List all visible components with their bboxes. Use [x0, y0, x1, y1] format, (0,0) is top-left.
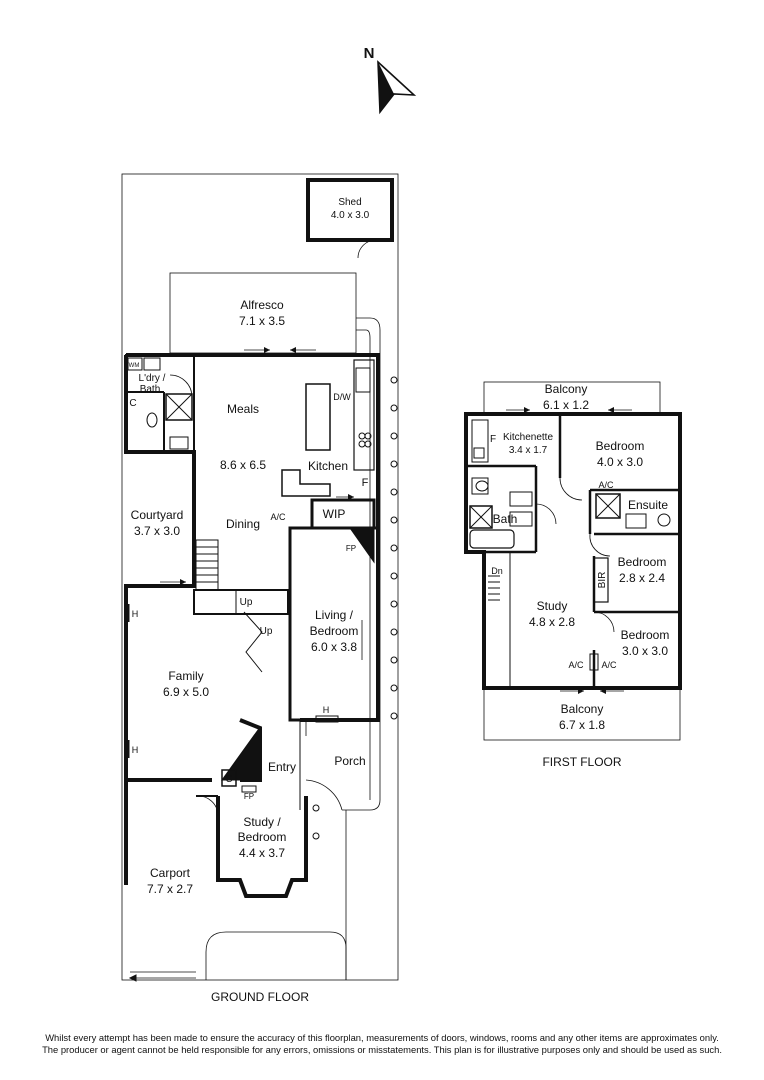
ensuite-name: Ensuite	[628, 498, 668, 512]
kitchenette-size: 3.4 x 1.7	[509, 445, 548, 456]
meals-name: Meals	[227, 402, 259, 416]
entry-cupboard: C	[225, 774, 232, 785]
stairs-up2: Up	[260, 626, 273, 637]
disclaimer-line-1: Whilst every attempt has been made to en…	[45, 1032, 719, 1043]
study-name: Study /	[243, 815, 281, 829]
bedroom3-ac2: A/C	[601, 660, 617, 670]
ground-stairs	[193, 539, 289, 673]
stairs-up1: Up	[240, 597, 253, 608]
kitchenette-fridge: F	[490, 434, 496, 445]
dining-ac: A/C	[270, 512, 286, 522]
laundry-cupboard: C	[129, 398, 136, 409]
living-name2: Bedroom	[310, 624, 359, 638]
family-name: Family	[168, 669, 203, 683]
alfresco-name: Alfresco	[240, 298, 284, 312]
laundry-wm: WM	[129, 363, 140, 369]
bedroom3-size: 3.0 x 3.0	[622, 644, 668, 658]
bedroom3-ac1: A/C	[568, 660, 584, 670]
entry-fp: FP	[244, 792, 254, 801]
study-ff-name: Study	[537, 599, 568, 613]
living-name: Living /	[315, 608, 354, 622]
balcony-bottom-outline	[483, 687, 681, 741]
compass-letter: N	[364, 45, 375, 62]
first-floor-stairs	[488, 575, 500, 601]
family-size: 6.9 x 5.0	[163, 685, 209, 699]
family-heater1: H	[132, 609, 139, 619]
carport-size: 7.7 x 2.7	[147, 882, 193, 896]
study-name2: Bedroom	[238, 830, 287, 844]
balcony-top-name: Balcony	[545, 382, 588, 396]
bedroom3-name: Bedroom	[621, 628, 670, 642]
balcony-bottom-size: 6.7 x 1.8	[559, 718, 605, 732]
alfresco-size: 7.1 x 3.5	[239, 314, 285, 328]
north-arrow-icon	[377, 60, 417, 115]
study-size: 4.4 x 3.7	[239, 846, 285, 860]
alfresco-outline	[169, 272, 357, 354]
living-size: 6.0 x 3.8	[311, 640, 357, 654]
courtyard-name: Courtyard	[131, 508, 184, 522]
bath-name: Bath	[493, 512, 518, 526]
hedge-trees	[312, 376, 398, 840]
floor-plan: N	[121, 45, 682, 1004]
ground-floor-caption: GROUND FLOOR	[211, 990, 309, 1004]
bedroom1-name: Bedroom	[596, 439, 645, 453]
study-ff-dn: Dn	[491, 566, 503, 576]
bedroom1-size: 4.0 x 3.0	[597, 455, 643, 469]
entry-name: Entry	[268, 760, 296, 774]
bedroom1-ac: A/C	[598, 480, 614, 490]
disclaimer: Whilst every attempt has been made to en…	[0, 1032, 764, 1056]
first-floor-caption: FIRST FLOOR	[542, 755, 621, 769]
carport-name: Carport	[150, 866, 191, 880]
porch-name: Porch	[334, 754, 365, 768]
kitchen-name: Kitchen	[308, 459, 348, 473]
family-heater2: H	[132, 745, 139, 755]
ground-floor-plan	[121, 173, 399, 982]
study-outline	[216, 796, 308, 898]
laundry-name: L'dry /	[139, 373, 166, 384]
first-floor-plan	[464, 381, 682, 741]
kitchenette-name: Kitchenette	[503, 432, 553, 443]
balcony-bottom-name: Balcony	[561, 702, 604, 716]
laundry-name2: Bath	[140, 384, 161, 395]
meals-size: 8.6 x 6.5	[220, 458, 266, 472]
bedroom2-name: Bedroom	[618, 555, 667, 569]
shed-name: Shed	[338, 197, 361, 208]
living-heater: H	[323, 705, 330, 715]
courtyard-size: 3.7 x 3.0	[134, 524, 180, 538]
kitchen-dw: D/W	[333, 392, 351, 402]
shed-size: 4.0 x 3.0	[331, 210, 370, 221]
balcony-top-size: 6.1 x 1.2	[543, 398, 589, 412]
living-fp: FP	[346, 544, 356, 553]
shed-outline	[306, 178, 394, 242]
disclaimer-line-2: The producer or agent cannot be held res…	[42, 1044, 722, 1055]
kitchen-fridge: F	[362, 477, 369, 489]
bedroom2-bir: BIR	[597, 572, 608, 589]
dining-name: Dining	[226, 517, 260, 531]
site-boundary	[121, 173, 399, 981]
study-ff-size: 4.8 x 2.8	[529, 615, 575, 629]
wip-name: WIP	[323, 507, 346, 521]
bedroom2-size: 2.8 x 2.4	[619, 571, 665, 585]
